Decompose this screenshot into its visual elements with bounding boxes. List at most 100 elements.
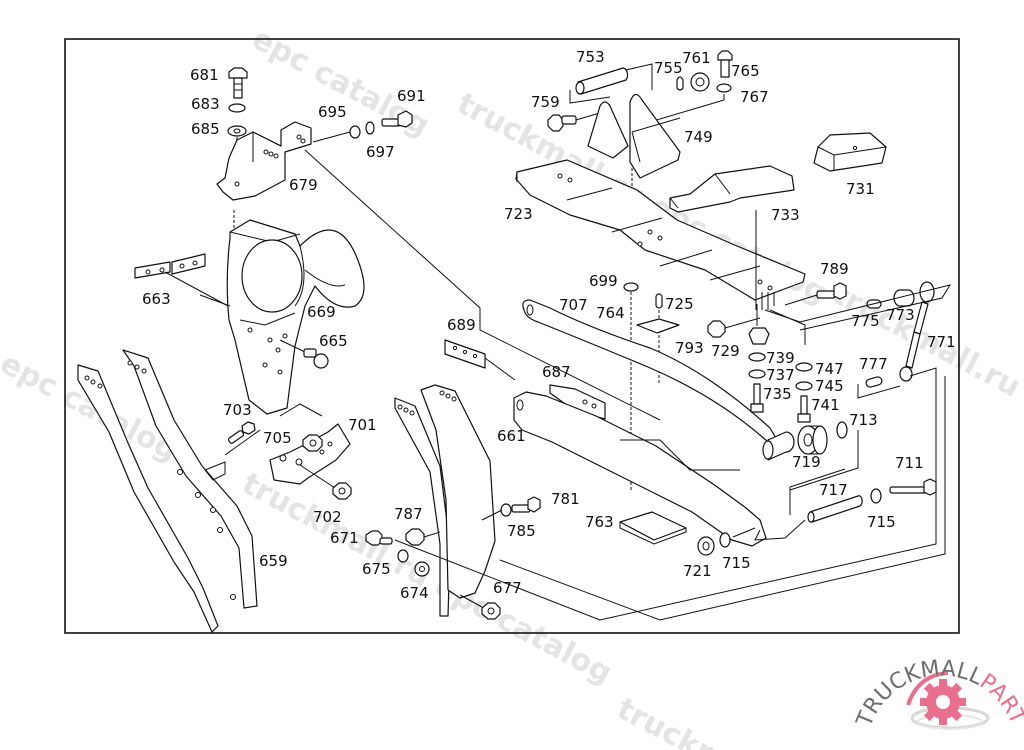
callout-669[interactable]: 669 [307,303,336,321]
part-789-bolt-icon[interactable] [816,282,847,300]
part-729-buffer-icon[interactable] [748,327,770,345]
callout-661[interactable]: 661 [497,427,526,445]
part-699-washer-icon[interactable] [623,282,639,292]
part-729-nut-icon[interactable] [707,320,726,338]
callout-705[interactable]: 705 [263,429,292,447]
part-695-washer-icon[interactable] [349,125,361,139]
callout-793[interactable]: 793 [675,339,704,357]
callout-695[interactable]: 695 [318,103,347,121]
callout-787[interactable]: 787 [394,505,423,523]
callout-785[interactable]: 785 [507,522,536,540]
callout-765[interactable]: 765 [731,62,760,80]
part-671-bolt-icon[interactable] [365,530,393,546]
part-737-spring-washer-icon[interactable] [748,369,766,379]
part-765-bolt-icon[interactable] [717,50,733,78]
callout-665[interactable]: 665 [319,332,348,350]
part-733-support-icon[interactable] [669,165,795,213]
callout-729[interactable]: 729 [711,342,740,360]
part-753-pin-icon[interactable] [575,67,629,95]
callout-683[interactable]: 683 [191,95,220,113]
part-663-plate-icon[interactable] [134,253,206,279]
callout-713[interactable]: 713 [849,411,878,429]
callout-731[interactable]: 731 [846,180,875,198]
part-669-housing-icon[interactable] [226,219,365,415]
callout-687[interactable]: 687 [542,363,571,381]
part-719-bushing-icon[interactable] [762,425,828,461]
part-785-spring-washer-icon[interactable] [500,503,512,517]
part-787-nut-icon[interactable] [405,528,425,546]
callout-719[interactable]: 719 [792,453,821,471]
part-677-nut-icon[interactable] [481,602,501,620]
part-717-pin-icon[interactable] [807,495,863,523]
part-755-clip-icon[interactable] [676,76,684,91]
part-687-bracket-icon[interactable] [549,384,606,420]
part-715b-washer-icon[interactable] [870,488,882,504]
callout-735[interactable]: 735 [763,385,792,403]
part-661-frame-member-icon[interactable] [394,384,496,617]
part-707-arm-icon[interactable] [522,299,777,443]
callout-725[interactable]: 725 [665,295,694,313]
callout-749[interactable]: 749 [684,128,713,146]
callout-733[interactable]: 733 [771,206,800,224]
callout-789[interactable]: 789 [820,260,849,278]
callout-681[interactable]: 681 [190,66,219,84]
part-665-bolt-icon[interactable] [303,348,329,369]
callout-717[interactable]: 717 [819,481,848,499]
callout-753[interactable]: 753 [576,48,605,66]
callout-764[interactable]: 764 [596,304,625,322]
callout-663[interactable]: 663 [142,290,171,308]
part-715-washer-icon[interactable] [719,532,731,548]
part-713-washer-icon[interactable] [836,421,848,439]
part-741-bolt-icon[interactable] [797,395,811,423]
callout-674[interactable]: 674 [400,584,429,602]
callout-689[interactable]: 689 [447,316,476,334]
callout-737[interactable]: 737 [766,366,795,384]
callout-775[interactable]: 775 [851,312,880,330]
part-702-nut-icon[interactable] [332,482,352,500]
part-745-spring-washer-icon[interactable] [795,381,813,391]
callout-741[interactable]: 741 [811,396,840,414]
part-683-washer-icon[interactable] [228,103,246,113]
part-723-cross-member-icon[interactable] [515,159,806,310]
part-721-nut-icon[interactable] [697,536,715,556]
part-725-pin-icon[interactable] [655,293,663,309]
part-781-bolt-icon[interactable] [511,496,541,513]
callout-747[interactable]: 747 [815,360,844,378]
callout-721[interactable]: 721 [683,562,712,580]
callout-679[interactable]: 679 [289,176,318,194]
callout-691[interactable]: 691 [397,87,426,105]
callout-745[interactable]: 745 [815,377,844,395]
callout-697[interactable]: 697 [366,143,395,161]
callout-723[interactable]: 723 [504,205,533,223]
part-747-washer-icon[interactable] [795,362,813,372]
callout-777[interactable]: 777 [859,355,888,373]
callout-707[interactable]: 707 [559,296,588,314]
callout-761[interactable]: 761 [682,49,711,67]
callout-767[interactable]: 767 [740,88,769,106]
part-679-bracket-icon[interactable] [216,121,312,201]
callout-773[interactable]: 773 [886,306,915,324]
callout-675[interactable]: 675 [362,560,391,578]
callout-771[interactable]: 771 [927,333,956,351]
callout-715[interactable]: 715 [867,513,896,531]
part-689-plate-icon[interactable] [444,339,486,369]
part-749-bracket-icon[interactable] [587,93,681,179]
part-711-bolt-icon[interactable] [889,478,937,496]
part-675-spring-washer-icon[interactable] [397,549,409,563]
callout-702[interactable]: 702 [313,508,342,526]
callout-755[interactable]: 755 [654,59,683,77]
callout-659[interactable]: 659 [259,552,288,570]
callout-715b[interactable]: 715 [722,554,751,572]
part-697-spring-washer-icon[interactable] [365,121,375,135]
part-lower-arm-icon[interactable] [513,391,767,547]
callout-701[interactable]: 701 [348,416,377,434]
part-763-plate-icon[interactable] [619,511,687,545]
part-771-shock-absorber-icon[interactable] [899,281,935,382]
part-777-bushing-icon[interactable] [865,376,883,388]
part-659-frame-member-icon[interactable] [77,349,258,633]
part-764-plate-icon[interactable] [636,318,680,334]
callout-677[interactable]: 677 [493,579,522,597]
part-735-bolt-icon[interactable] [750,383,764,413]
part-739-washer-icon[interactable] [748,352,766,362]
part-705-nut-icon[interactable] [302,434,323,452]
